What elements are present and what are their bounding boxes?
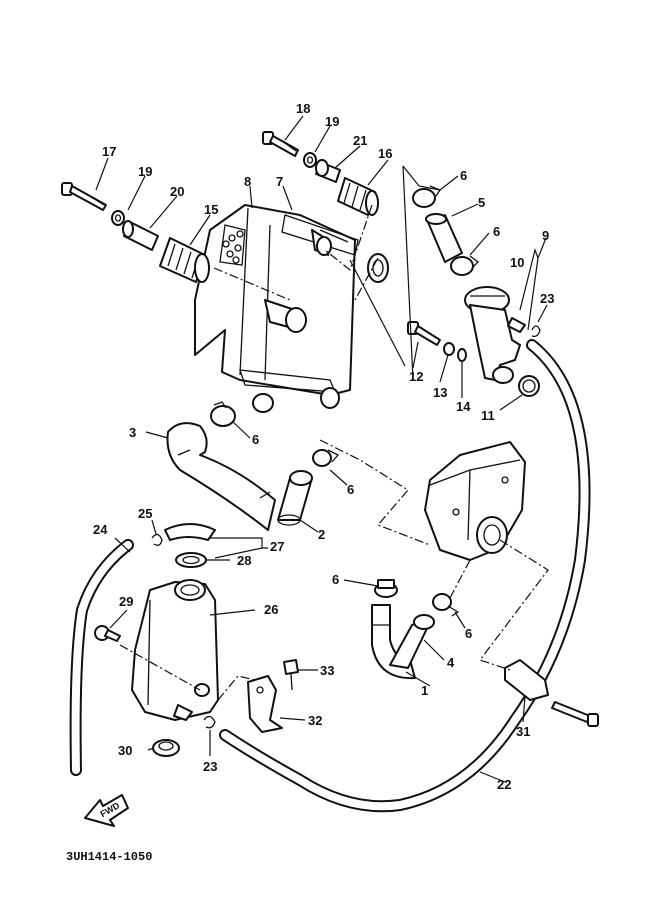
bolt-29 (94, 625, 121, 642)
callout-23b: 23 (203, 759, 217, 774)
hose-5 (425, 213, 463, 263)
callout-26: 26 (264, 602, 278, 617)
bolt-18 (262, 131, 299, 157)
callout-17: 17 (102, 144, 116, 159)
callout-13: 13 (433, 385, 447, 400)
callout-19a: 19 (138, 164, 152, 179)
drawing-code: 3UH1414-1050 (66, 850, 152, 864)
callout-25: 25 (138, 506, 152, 521)
callout-7: 7 (276, 174, 283, 189)
callout-19b: 19 (325, 114, 339, 129)
washer-19a (111, 210, 125, 226)
clamp-6-hose1 (374, 579, 398, 598)
collar-21 (315, 159, 341, 183)
callout-14: 14 (456, 399, 471, 414)
bolt-17 (61, 182, 107, 211)
callout-8: 8 (244, 174, 251, 189)
callout-20: 20 (170, 184, 184, 199)
clamp-6-hose3 (210, 401, 236, 427)
clamp-6-mid (450, 255, 479, 276)
callout-16: 16 (378, 146, 392, 161)
clamp-31 (504, 659, 599, 727)
callout-5: 5 (478, 195, 485, 210)
leader-lines (95, 115, 548, 783)
clamp-6-pipe2 (312, 449, 340, 467)
callout-31: 31 (516, 724, 530, 739)
callout-28: 28 (237, 553, 251, 568)
callout-33: 33 (320, 663, 334, 678)
hose-3 (166, 422, 276, 531)
washer-19b (303, 152, 317, 168)
callout-21: 21 (353, 133, 367, 148)
clip-23-bottom (203, 715, 216, 729)
bracket-32 (247, 675, 283, 733)
callout-11: 11 (481, 408, 495, 423)
bolt-33 (283, 659, 299, 691)
callout-4: 4 (447, 655, 455, 670)
routing-lines (119, 204, 549, 701)
callout-9: 9 (542, 228, 549, 243)
collar-20 (122, 220, 159, 251)
clip-25 (151, 533, 163, 546)
callout-27: 27 (270, 539, 284, 554)
callout-6e: 6 (332, 572, 339, 587)
callout-32: 32 (308, 713, 322, 728)
grommet-16 (337, 177, 379, 216)
callout-2: 2 (318, 527, 325, 542)
forward-arrow-icon: FWD (84, 794, 129, 827)
bolt-12 (407, 321, 441, 346)
hose-22 (219, 339, 591, 813)
callout-30: 30 (118, 743, 132, 758)
callout-1: 1 (421, 683, 428, 698)
callout-22: 22 (497, 777, 511, 792)
callout-23a: 23 (540, 291, 554, 306)
washer-13 (443, 342, 455, 356)
callout-6d: 6 (347, 482, 354, 497)
callout-29: 29 (119, 594, 133, 609)
grommet-15 (159, 237, 210, 283)
clip-23-top (531, 325, 541, 338)
callout-6c: 6 (252, 432, 259, 447)
pipe-2 (277, 470, 313, 526)
callout-6f: 6 (465, 626, 472, 641)
callout-labels: 1 2 3 4 5 6 6 6 6 6 6 7 8 9 10 11 12 13 … (93, 101, 554, 792)
callout-10: 10 (510, 255, 524, 270)
clamp-6-pump (432, 593, 460, 617)
callout-6b: 6 (493, 224, 500, 239)
water-pump-housing (424, 441, 526, 561)
callout-12: 12 (409, 369, 423, 384)
reservoir-tank-26 (131, 579, 219, 721)
hose-24 (69, 539, 134, 776)
cap-10 (464, 286, 526, 384)
pipe-4 (389, 614, 435, 669)
washer-14 (457, 348, 467, 362)
callout-15: 15 (204, 202, 218, 217)
radiator (194, 204, 359, 413)
callout-6a: 6 (460, 168, 467, 183)
oring-11 (518, 375, 540, 397)
callout-24: 24 (93, 522, 108, 537)
callout-3: 3 (129, 425, 136, 440)
gasket-28 (175, 552, 207, 568)
grommet-lower (367, 253, 389, 283)
callout-18: 18 (296, 101, 310, 116)
cap-30 (152, 739, 180, 757)
cap-27 (164, 523, 216, 541)
